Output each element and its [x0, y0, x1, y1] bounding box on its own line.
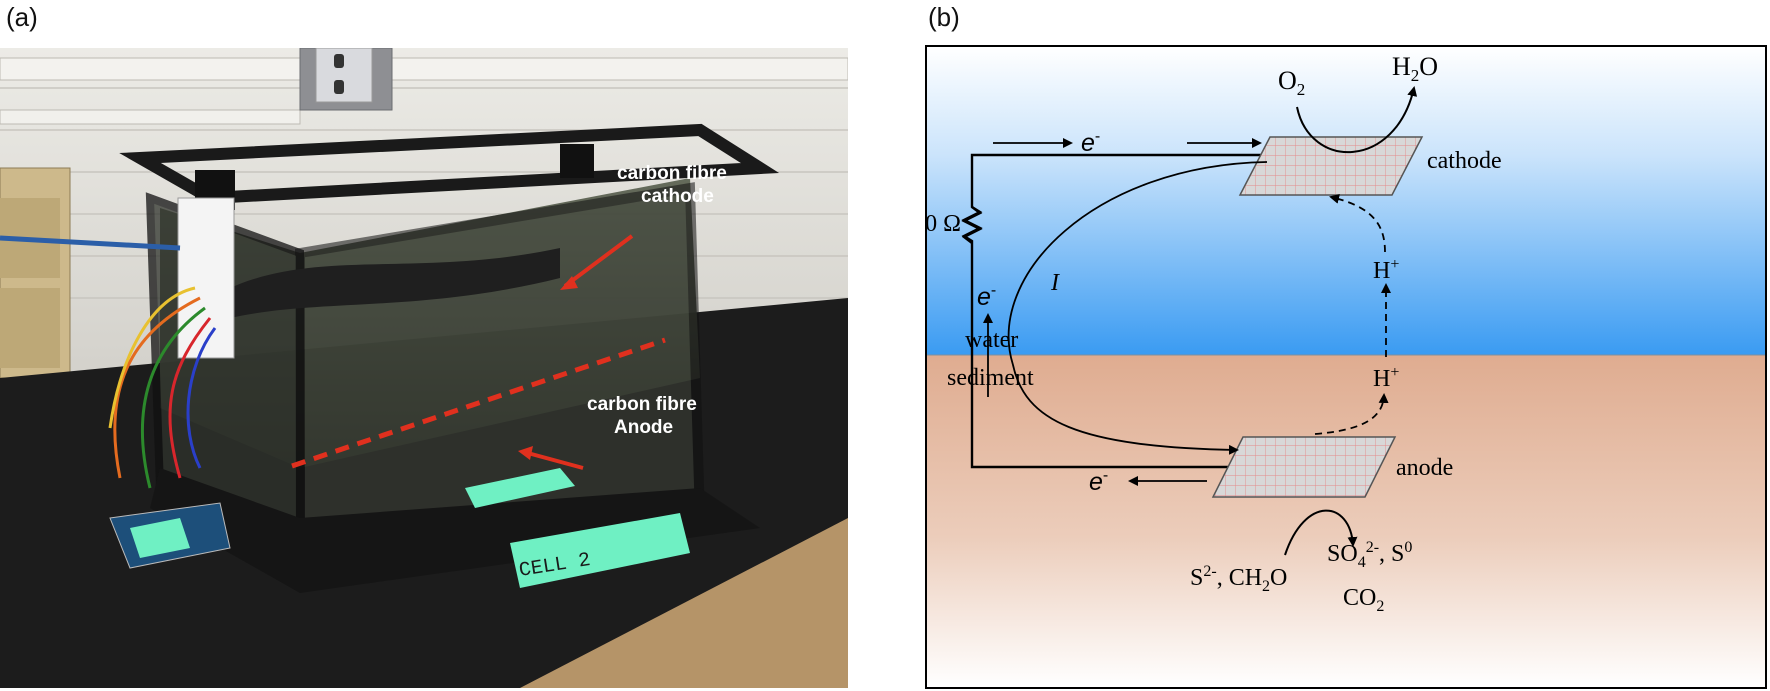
pipe-lower [0, 109, 301, 125]
cathode-electrode [1238, 136, 1424, 196]
electron-label-left: e- [977, 282, 996, 311]
water-label: water [965, 327, 1018, 353]
tank-base [150, 468, 760, 593]
anode-arrow [523, 450, 584, 470]
breadboard [177, 197, 235, 359]
diagram-frame [925, 45, 1767, 689]
products-label-1: SO42-, S0 [1327, 539, 1412, 571]
wires [0, 235, 217, 489]
proton-path-lower [1314, 393, 1389, 435]
cathode-reaction-arc [1296, 86, 1418, 153]
anode-label-line1: carbon fibre [587, 394, 697, 415]
h2o-label: H2O [1392, 52, 1438, 85]
anode-marker [291, 337, 666, 469]
electron-label-bottom: e- [1089, 467, 1108, 496]
resistor-symbol [961, 206, 983, 244]
outlet-plate [315, 48, 373, 103]
proton-label-upper: H+ [1373, 256, 1399, 284]
current-loop [1007, 161, 1268, 455]
electron-label-top: e- [1081, 128, 1100, 157]
cathode-label: cathode [1427, 148, 1502, 174]
anode-electrode [1211, 436, 1397, 498]
anode-label-line2: Anode [614, 417, 673, 438]
anode-reaction-arc [1284, 509, 1358, 556]
panel-a-label: (a) [6, 2, 38, 32]
panel-b-label: (b) [928, 2, 960, 32]
tape-small [465, 468, 575, 508]
proton-label-lower: H+ [1373, 364, 1399, 392]
photo-panel: CELL 2 carbon fibre cathode carbon fibre… [0, 48, 848, 688]
tape-cell [510, 513, 690, 588]
cathode-label-line2: cathode [641, 186, 714, 207]
cathode-fibre [230, 248, 560, 318]
cathode-arrow [563, 234, 634, 288]
products-label-2: CO2 [1343, 585, 1384, 615]
pipe-upper [0, 57, 848, 81]
reactants-label: S2-, CH2O [1190, 563, 1287, 595]
current-label: I [1050, 270, 1060, 296]
resistor-label: 330 Ω [925, 211, 961, 237]
cathode-label-line1: carbon fibre [617, 163, 727, 184]
o2-label: O2 [1278, 66, 1305, 99]
diagram-panel: O2 H2O e- e- e- cathode anode 330 Ω I wa… [925, 45, 1767, 689]
sediment-label: sediment [947, 365, 1034, 391]
proton-path-upper [1329, 193, 1386, 253]
water-layer [927, 47, 1765, 355]
anode-label: anode [1396, 455, 1453, 481]
tank-top-frame [119, 123, 780, 205]
